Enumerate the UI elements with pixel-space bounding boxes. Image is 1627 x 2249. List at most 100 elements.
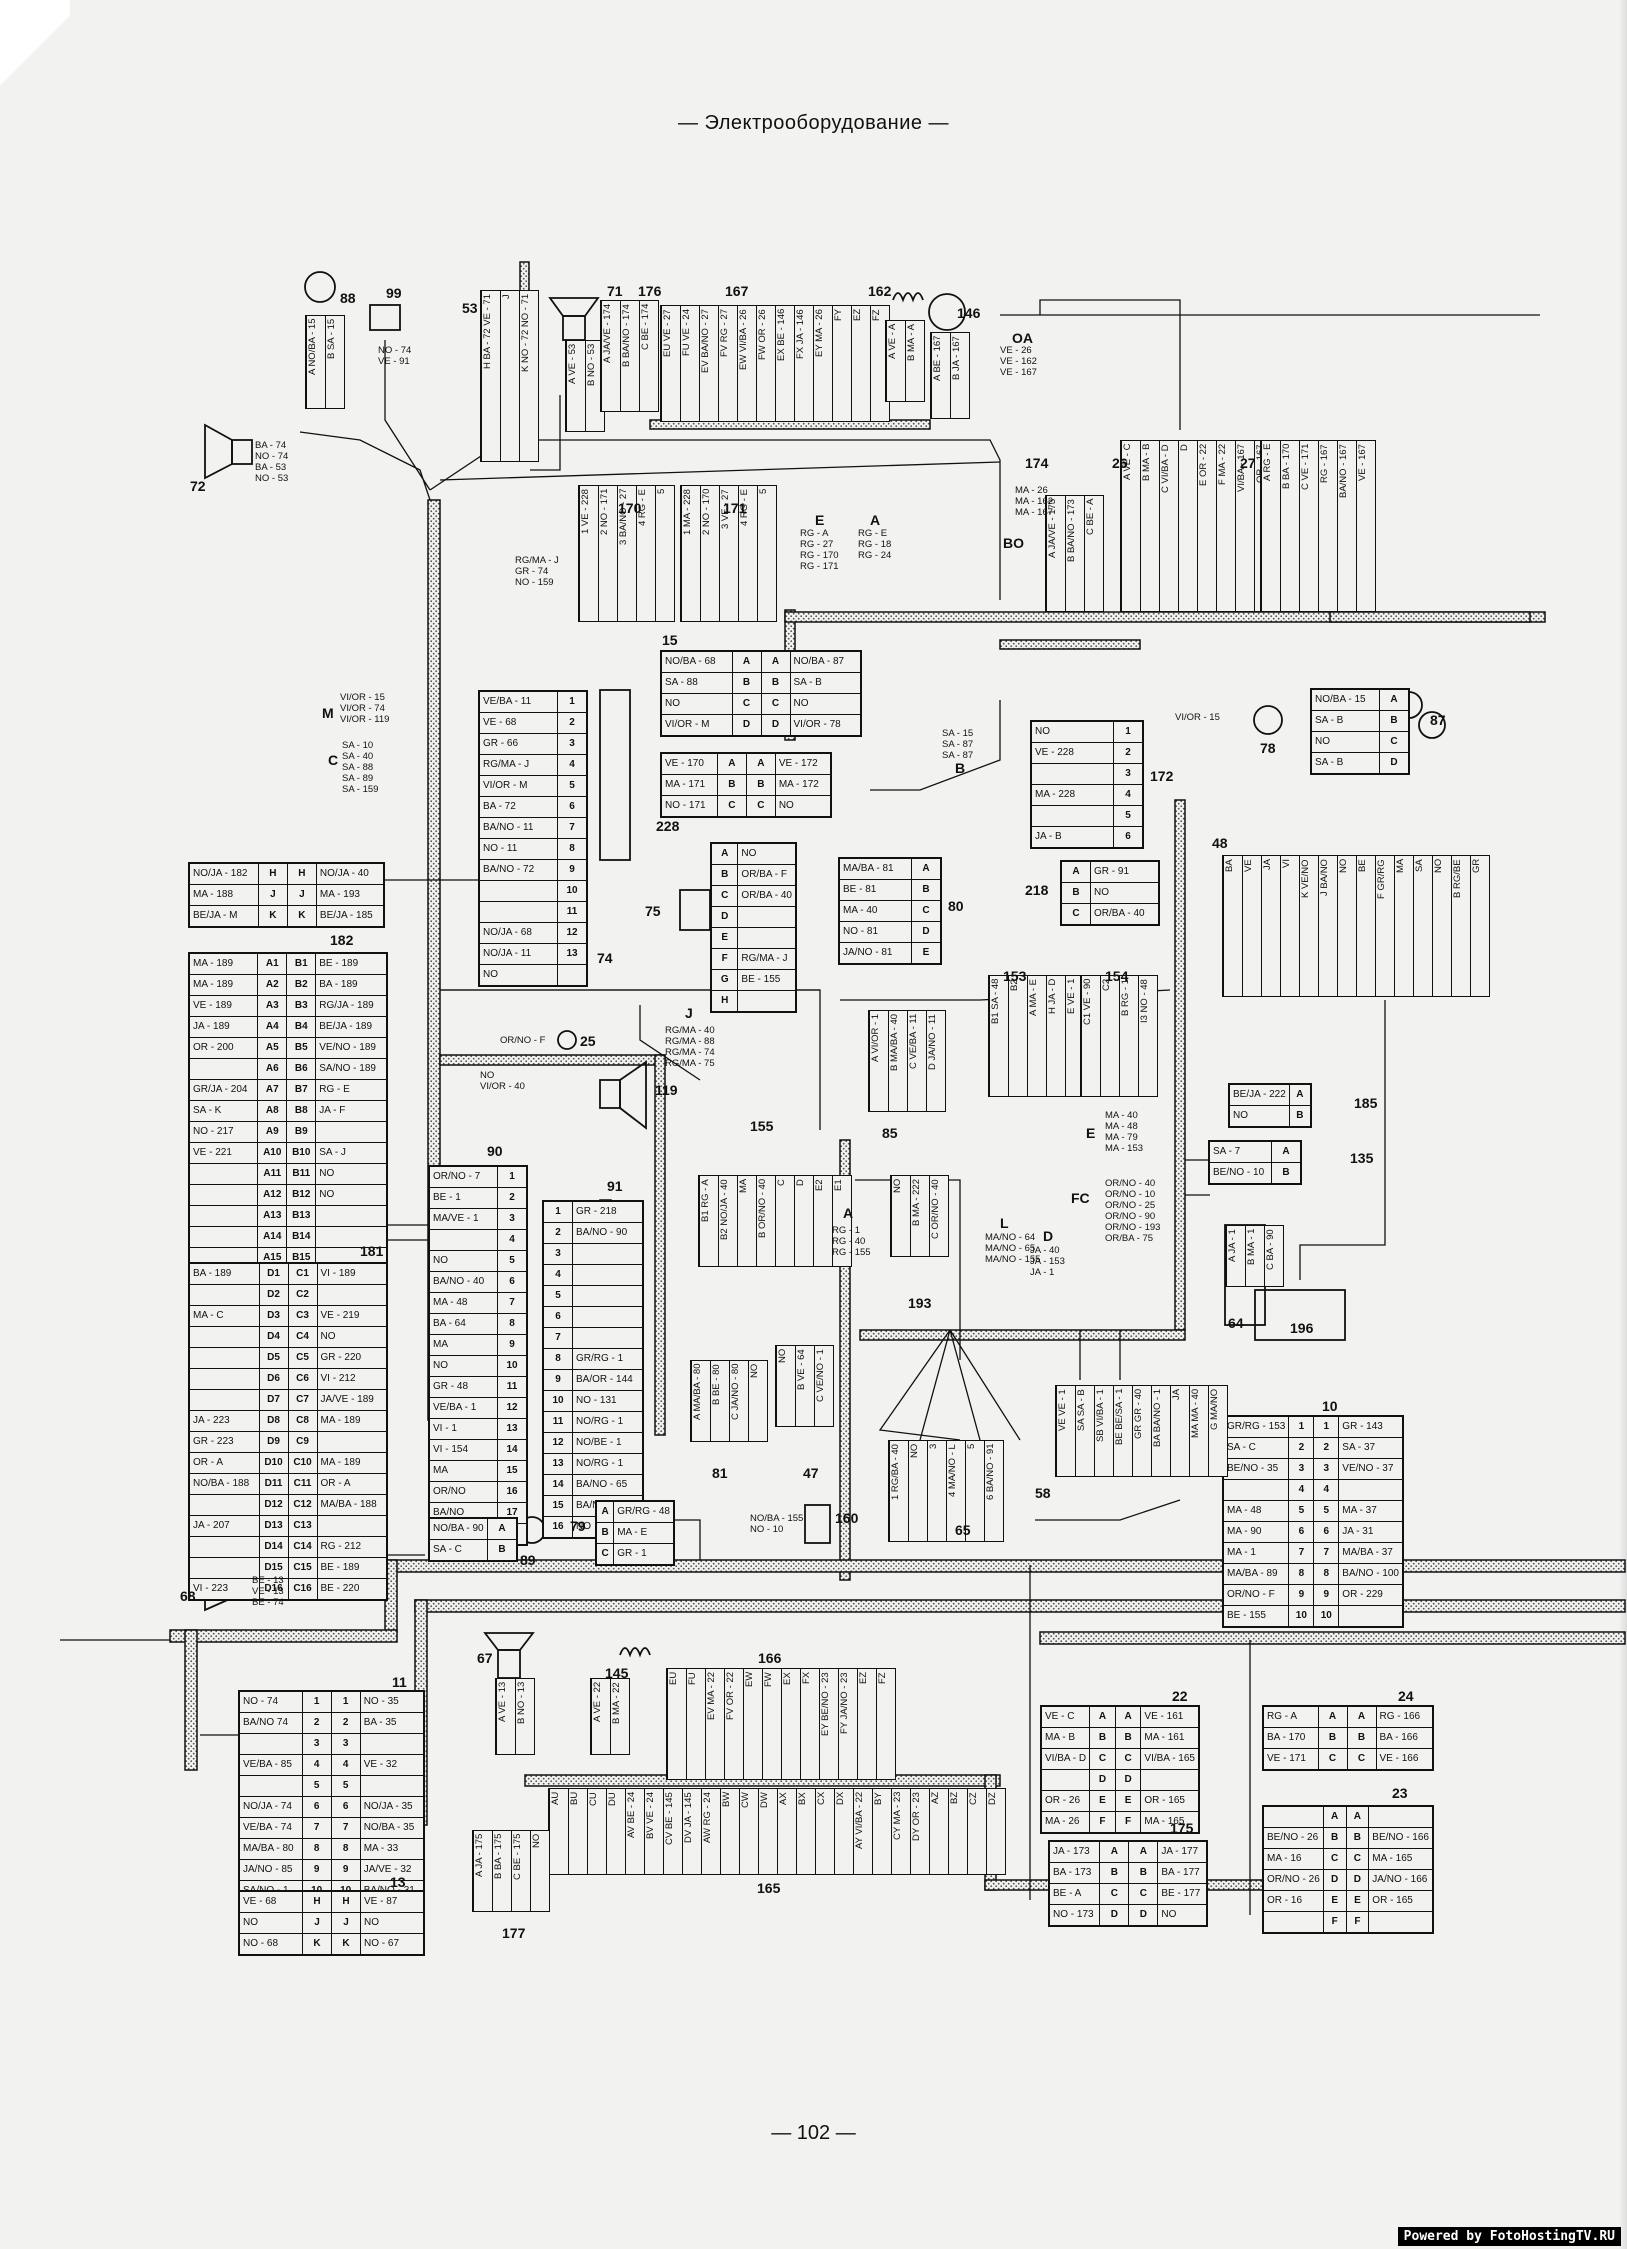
wire-note-line: OR/BA - 75 [1105, 1233, 1154, 1244]
wire-code: VE - 68 [479, 712, 558, 734]
wire-code: JA/NO - 81 [839, 942, 912, 964]
wire-code: OR - 200 [188, 1037, 259, 1059]
display-74 [599, 689, 631, 861]
wire-code: BA/NO - 65 [572, 1474, 643, 1496]
wire-note-line: OR/NO - F [500, 1035, 546, 1046]
wire-code [359, 1733, 425, 1755]
wire-code: RG/MA - J [479, 754, 558, 776]
pin-number: A [710, 843, 739, 865]
connector-label: 145 [605, 1665, 629, 1681]
pin-number: 6 [330, 1796, 361, 1818]
wire-code: SA - B [1311, 752, 1380, 774]
pin-number: 7 [330, 1817, 361, 1839]
pin-number: D [1379, 752, 1409, 774]
wire-code [737, 990, 796, 1012]
connector-pin-column: DZ [986, 1789, 1005, 1874]
pin-number: A [1288, 1084, 1312, 1106]
pin-number: A [1128, 1841, 1159, 1863]
connector-label: 67 [477, 1650, 493, 1666]
connector-pin-column: C VE - 171 [1299, 441, 1318, 611]
pin-number: B [1099, 1862, 1130, 1884]
connector-label: 154 [1105, 968, 1129, 984]
wire-code: GR/RG - 1 [572, 1348, 643, 1370]
wire-code [737, 906, 796, 928]
pin-number: B6 [286, 1058, 317, 1080]
connector-label: 135 [1350, 1150, 1374, 1166]
wire-code [239, 1775, 303, 1797]
connector-label: 166 [758, 1650, 782, 1666]
connector-label: 10 [1322, 1398, 1338, 1414]
connector-pin-column: JA [1170, 1386, 1189, 1476]
connector-pin-column: A MA - E [1027, 976, 1046, 1096]
pin-number: 4 [330, 1754, 361, 1776]
pin-number: B [716, 774, 747, 796]
pin-number: D [1114, 1769, 1142, 1791]
wire-code [189, 1347, 260, 1369]
wire-code: MA - C [189, 1305, 260, 1327]
wire-code: GR - 91 [1090, 861, 1159, 883]
connector-pin-column: BX [796, 1789, 815, 1874]
pin-number: 1 [1313, 1416, 1340, 1438]
wire-code: OR - 229 [1338, 1584, 1403, 1606]
wire-note-line: NO/BA - 155 [750, 1513, 804, 1524]
connection-point-oa: OA [1012, 330, 1033, 346]
pin-number: B [731, 672, 762, 694]
connector-pin-column: FW [762, 1669, 781, 1779]
pin-number: B1 [286, 953, 317, 975]
wire-code: MA/BA - 81 [839, 858, 912, 880]
wire-code [572, 1306, 643, 1328]
connector-label: 171 [723, 500, 747, 516]
wire-code: OR - 165 [1368, 1890, 1433, 1912]
wire-code: NO - 217 [188, 1121, 259, 1143]
wire-note-line: SA - 159 [342, 784, 379, 795]
wire-code [188, 1163, 259, 1185]
pin-number: B12 [286, 1184, 317, 1206]
pin-number: K [286, 905, 317, 927]
wire-note-line: VE - 26 [1000, 345, 1032, 356]
connector-pin-row: 4 [543, 1264, 643, 1286]
connector-pin-column: C VI/BA - D [1159, 441, 1178, 611]
pin-number: 14 [497, 1439, 527, 1461]
wire-code [429, 1229, 498, 1251]
connector-pin-column: BV VE - 24 [644, 1789, 663, 1874]
lamp-88 [304, 271, 336, 303]
pin-number: D14 [258, 1536, 289, 1558]
pin-number: D1 [258, 1263, 289, 1285]
connector-pin-column: NO [1432, 856, 1451, 996]
pin-number: 2 [1313, 1437, 1340, 1459]
pin-number: 6 [497, 1271, 527, 1293]
wire-code: GR - 66 [479, 733, 558, 755]
wire-code: MA/BA - 37 [1338, 1542, 1403, 1564]
wire-note-line: NO - 53 [255, 473, 289, 484]
pin-number: 5 [497, 1250, 527, 1272]
wire-note-line: MA - 48 [1105, 1121, 1138, 1132]
connector-pin-column: CX [815, 1789, 834, 1874]
pin-number: B [1346, 1727, 1377, 1749]
connector-pin-column: FW OR - 26 [756, 306, 775, 421]
pin-number: B [487, 1539, 517, 1561]
wire-code: VE - 189 [188, 995, 259, 1017]
wire-code: VI - 212 [316, 1368, 387, 1390]
pin-number: A [1114, 1706, 1142, 1728]
